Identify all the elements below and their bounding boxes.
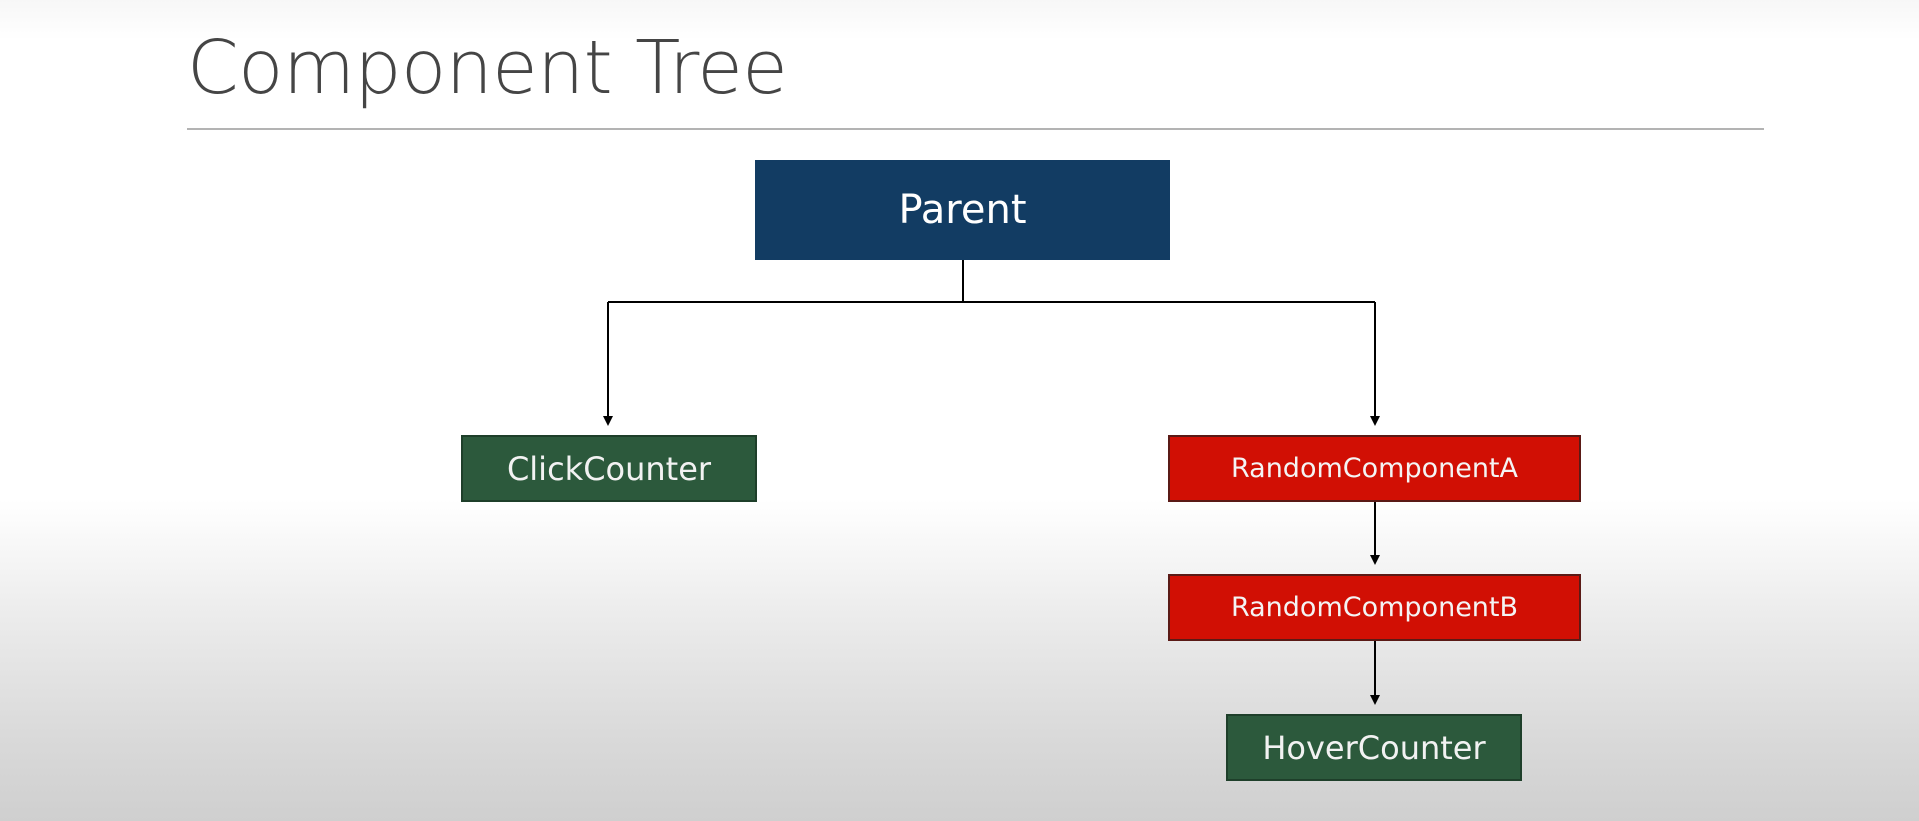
node-parent: Parent (755, 160, 1170, 260)
slide-title: Component Tree (187, 25, 788, 111)
node-randomcomponenta: RandomComponentA (1168, 435, 1581, 502)
node-randomcomponentb: RandomComponentB (1168, 574, 1581, 641)
node-clickcounter: ClickCounter (461, 435, 757, 502)
title-divider (187, 128, 1764, 130)
node-hovercounter: HoverCounter (1226, 714, 1522, 781)
